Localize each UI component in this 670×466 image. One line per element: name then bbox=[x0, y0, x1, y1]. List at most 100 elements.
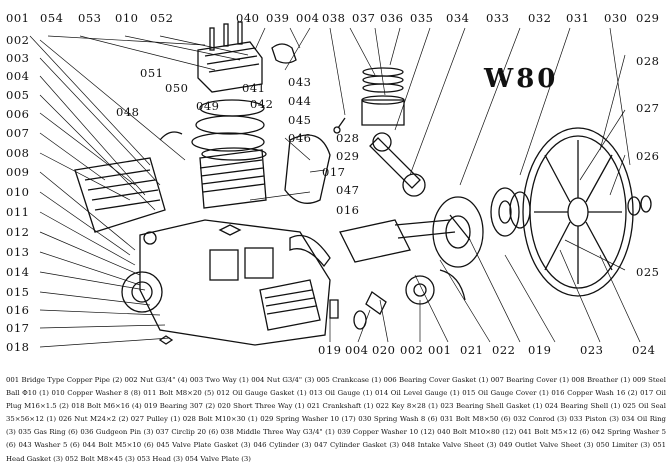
legend-item: 017 Oil Plug M16×1.5 (2) bbox=[6, 389, 666, 411]
legend-item: 012 Oil Gauge Gasket (1) bbox=[216, 389, 307, 398]
legend-item: 008 Breather (1) bbox=[571, 376, 631, 384]
legend-item: 054 Valve Plate (3) bbox=[185, 454, 251, 463]
left-cylinder bbox=[74, 131, 183, 233]
callout-029: 029 bbox=[336, 149, 360, 163]
legend-item: 033 Piston (3) bbox=[569, 415, 619, 424]
legend-item: 052 Bolt M8×45 (3) bbox=[65, 454, 135, 463]
callout-047: 047 bbox=[336, 183, 360, 197]
pulley bbox=[522, 127, 652, 297]
callout-012: 012 bbox=[6, 225, 30, 239]
legend-item: 005 Crankcase (1) bbox=[316, 376, 382, 384]
legend-item: 036 Gudgeon Pin (3) bbox=[80, 428, 154, 437]
callout-020: 020 bbox=[372, 343, 396, 357]
callout-048: 048 bbox=[116, 105, 140, 119]
legend-item: 002 Nut G3/4" (4) bbox=[124, 376, 188, 384]
callout-004: 004 bbox=[345, 343, 369, 357]
callout-033: 033 bbox=[486, 11, 510, 25]
legend-item: 035 Gas Ring (6) bbox=[18, 428, 78, 437]
callout-004: 004 bbox=[6, 69, 30, 83]
legend-item: 037 Circlip 20 (6) bbox=[155, 428, 219, 437]
legend-item: 019 Bearing 307 (2) bbox=[144, 402, 216, 411]
callout-028: 028 bbox=[336, 131, 360, 145]
callout-011: 011 bbox=[6, 205, 30, 219]
legend-item: 023 Bearing Shell Gasket (1) bbox=[440, 402, 543, 411]
callout-035: 035 bbox=[410, 11, 434, 25]
cylinder bbox=[199, 147, 267, 209]
callout-021: 021 bbox=[460, 343, 484, 357]
legend-item: 053 Head (3) bbox=[136, 454, 183, 463]
legend-item: 051 Head Gasket (3) bbox=[6, 441, 666, 463]
callout-034: 034 bbox=[446, 11, 470, 25]
callout-018: 018 bbox=[6, 340, 30, 354]
callout-052: 052 bbox=[150, 11, 174, 25]
callout-023: 023 bbox=[580, 343, 604, 357]
legend-item: 048 Intake Valve Sheet (3) bbox=[401, 441, 497, 450]
small-parts bbox=[143, 224, 466, 345]
callout-019: 019 bbox=[528, 343, 552, 357]
callout-024: 024 bbox=[632, 343, 656, 357]
callout-016: 016 bbox=[6, 303, 30, 317]
crankcase bbox=[121, 219, 331, 346]
legend-item: 047 Cylinder Gasket (3) bbox=[314, 441, 400, 450]
bearing-cover bbox=[432, 187, 531, 268]
callout-003: 003 bbox=[6, 51, 30, 65]
callout-004: 004 bbox=[296, 11, 320, 25]
legend-item: 016 Copper Wash 16 (2) bbox=[551, 389, 638, 398]
callout-016: 016 bbox=[336, 203, 360, 217]
legend-item: 004 Nut G3/4" (3) bbox=[251, 376, 315, 384]
callout-002: 002 bbox=[6, 33, 30, 47]
legend-item: 027 Pulley (1) bbox=[130, 415, 181, 424]
callout-007: 007 bbox=[6, 126, 30, 140]
legend-item: 041 Bolt M5×12 (6) bbox=[518, 428, 590, 437]
legend-item: 006 Bearing Cover Gasket (1) bbox=[383, 376, 489, 384]
legend-item: 025 Oil Seal 35×56×12 (1) bbox=[6, 402, 666, 424]
legend-item: 011 Bolt M8×20 (5) bbox=[143, 389, 215, 398]
callout-051: 051 bbox=[140, 66, 164, 80]
callout-049: 049 bbox=[196, 99, 220, 113]
callout-041: 041 bbox=[242, 81, 266, 95]
legend-item: 043 Washer 5 (6) bbox=[18, 441, 80, 450]
legend-item: 022 Key 8×28 (1) bbox=[375, 402, 438, 411]
legend-item: 031 Bolt M8×50 (6) bbox=[440, 415, 511, 424]
legend-item: 010 Copper Washer 8 (8) bbox=[51, 389, 141, 398]
callout-039: 039 bbox=[266, 11, 290, 25]
legend-item: 050 Limiter (3) bbox=[596, 441, 651, 450]
callout-008: 008 bbox=[6, 146, 30, 160]
callout-032: 032 bbox=[528, 11, 552, 25]
callout-030: 030 bbox=[604, 11, 628, 25]
legend-item: 029 Spring Washer 10 (17) bbox=[260, 415, 356, 424]
legend-item: 040 Bolt M10×80 (12) bbox=[437, 428, 517, 437]
callout-053: 053 bbox=[78, 11, 102, 25]
callout-027: 027 bbox=[636, 101, 660, 115]
callout-026: 026 bbox=[636, 149, 660, 163]
callout-002: 002 bbox=[400, 343, 424, 357]
callout-046: 046 bbox=[288, 131, 312, 145]
legend-item: 013 Oil Gauge (1) bbox=[309, 389, 373, 398]
legend-item: 039 Copper Washer 10 (12) bbox=[337, 428, 435, 437]
legend-item: 007 Bearing Cover (1) bbox=[490, 376, 570, 384]
callout-025: 025 bbox=[636, 265, 660, 279]
callout-037: 037 bbox=[352, 11, 376, 25]
callout-001: 001 bbox=[428, 343, 452, 357]
legend-item: 030 Spring Wash 8 (6) bbox=[358, 415, 438, 424]
legend-item: 021 Crankshaft (1) bbox=[306, 402, 374, 411]
callout-009: 009 bbox=[6, 165, 30, 179]
legend-item: 034 Oil Ring (3) bbox=[6, 415, 666, 437]
legend-item: 003 Two Way (1) bbox=[189, 376, 249, 384]
callout-036: 036 bbox=[380, 11, 404, 25]
callout-043: 043 bbox=[288, 75, 312, 89]
callout-017: 017 bbox=[6, 321, 30, 335]
callout-028: 028 bbox=[636, 54, 660, 68]
legend-item: 045 Valve Plate Gasket (3) bbox=[156, 441, 251, 450]
callout-010: 010 bbox=[6, 185, 30, 199]
legend-item: 026 Nut M24×2 (2) bbox=[58, 415, 129, 424]
legend-item: 020 Short Three Way (1) bbox=[217, 402, 305, 411]
callout-031: 031 bbox=[566, 11, 590, 25]
callout-013: 013 bbox=[6, 245, 30, 259]
legend-item: 014 Oil Level Gauge (1) bbox=[375, 389, 460, 398]
legend-item: 009 Steel Ball Φ10 (1) bbox=[6, 376, 666, 398]
legend-item: 046 Cylinder (3) bbox=[253, 441, 312, 450]
callout-019: 019 bbox=[318, 343, 342, 357]
callout-044: 044 bbox=[288, 94, 312, 108]
